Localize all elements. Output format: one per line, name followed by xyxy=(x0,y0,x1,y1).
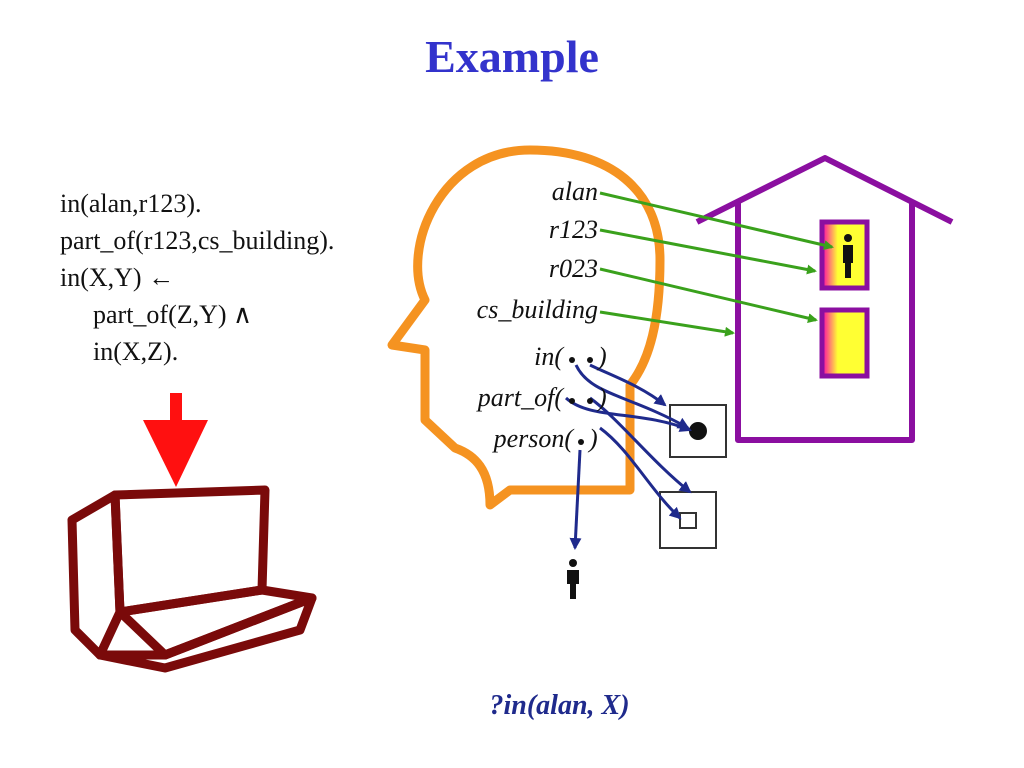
label-alan: alan xyxy=(552,177,598,206)
computer-icon xyxy=(67,485,317,673)
program-clauses: in(alan,r123). part_of(r123,cs_building)… xyxy=(60,185,334,370)
clause-part-of-r123: part_of(r123,cs_building). xyxy=(60,226,335,255)
relation-box-inner xyxy=(679,512,697,529)
head-outline xyxy=(387,145,665,510)
label-cs-building: cs_building xyxy=(477,295,598,324)
clause-rule-head: in(X,Y) ← xyxy=(60,263,175,292)
arrow-cs-building-to-house xyxy=(599,310,735,337)
room-r023 xyxy=(819,307,870,379)
svg-text:): ) xyxy=(596,383,607,412)
person-icon xyxy=(567,559,579,599)
label-person: person( xyxy=(492,424,575,453)
clause-rule-body-1: part_of(Z,Y) ∧ xyxy=(93,300,253,329)
label-r123: r123 xyxy=(549,215,598,244)
arrow-alan-to-person xyxy=(599,191,834,251)
relation-box-in-dot-icon xyxy=(689,422,707,440)
arrow-r123-to-room xyxy=(599,228,817,275)
person-args-icon: ) xyxy=(578,424,598,453)
arrow-r023-to-room xyxy=(599,267,818,324)
person-in-room-icon xyxy=(843,234,853,278)
page-title: Example xyxy=(425,31,599,82)
clause-in-alan-r123: in(alan,r123). xyxy=(60,189,202,218)
in-args-icon: ) xyxy=(569,342,607,371)
svg-text:): ) xyxy=(587,424,598,453)
svg-text:): ) xyxy=(596,342,607,371)
green-arrows xyxy=(599,191,834,337)
part-of-args-icon: ) xyxy=(569,383,607,412)
label-r023: r023 xyxy=(549,254,598,283)
label-in: in( xyxy=(534,342,564,371)
clause-rule-body-2: in(X,Z). xyxy=(93,337,179,366)
house-outline xyxy=(695,155,954,443)
label-part-of: part_of( xyxy=(476,383,565,412)
navy-arrows xyxy=(564,363,692,550)
query-text: ?in(alan, X) xyxy=(489,690,630,721)
red-down-arrow-icon xyxy=(143,393,208,487)
